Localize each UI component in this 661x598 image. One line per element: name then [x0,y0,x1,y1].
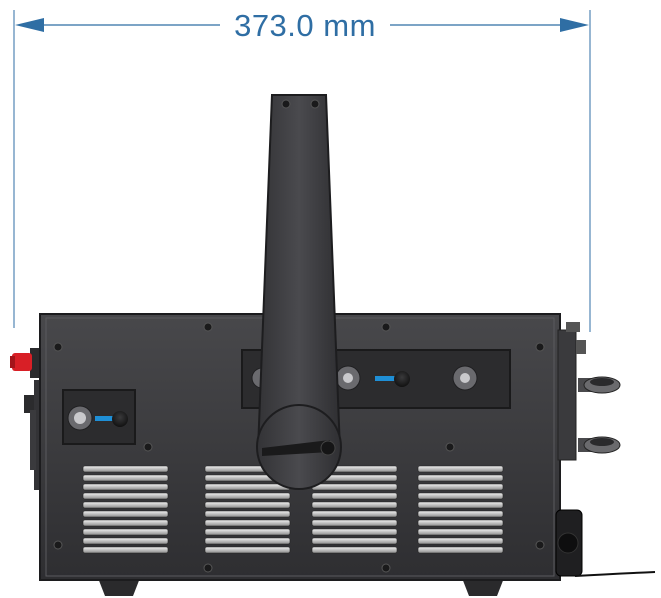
power-cable [574,571,656,577]
vent-slot [417,510,504,518]
screws [53,322,545,573]
power-socket [555,509,583,577]
vent-slot [417,483,504,491]
switch-blue-left [95,416,115,421]
vent-slot [417,492,504,500]
foot-left [98,578,140,596]
vent-slot [204,501,291,509]
red-connector [12,353,32,371]
vent-slot [311,519,398,527]
vent-slot [417,474,504,482]
xlr-connector-lower [578,436,621,454]
vent-slot [82,510,169,518]
vent-slot [82,474,169,482]
dimension-value-label: 373.0 mm [220,6,390,46]
vent-slot [417,465,504,473]
vent-slot [82,483,169,491]
vent-slot [82,492,169,500]
feet [98,578,504,596]
vent-grille [82,465,169,554]
knob-left [112,411,128,427]
vent-slot [82,501,169,509]
vent-slot [311,537,398,545]
vent-slot [311,501,398,509]
vent-slot [417,546,504,554]
knob-center [394,371,410,387]
arrowhead-left [15,18,44,32]
vent-slot [311,510,398,518]
yoke-lock-lever [262,440,330,456]
right-side-connectors [555,322,656,577]
vent-slot [82,537,169,545]
left-side-parts [10,348,44,490]
vent-slot [417,537,504,545]
vent-slot [311,483,398,491]
vent-slot [82,465,169,473]
vent-grille [311,465,398,554]
vent-slot [204,528,291,536]
vent-slot [204,483,291,491]
vent-slot [204,537,291,545]
yoke-handle [256,94,342,490]
vent-slot [82,546,169,554]
left-control-panel [62,389,136,445]
vent-slot [204,510,291,518]
vent-slot [417,528,504,536]
dimension-line [15,18,589,32]
arrowhead-right [560,18,589,32]
vent-slot [204,519,291,527]
vent-slot [311,546,398,554]
dimension-extension-lines [13,10,591,332]
vent-slot [204,492,291,500]
vent-slot [311,528,398,536]
switch-blue-center [375,376,397,381]
vent-slot [417,519,504,527]
vent-slot [82,519,169,527]
vent-slot [204,546,291,554]
vent-slot [417,501,504,509]
xlr-connector-upper [578,376,621,394]
vent-slot [82,528,169,536]
vent-slot [311,492,398,500]
foot-right [462,578,504,596]
vent-grille [417,465,504,554]
